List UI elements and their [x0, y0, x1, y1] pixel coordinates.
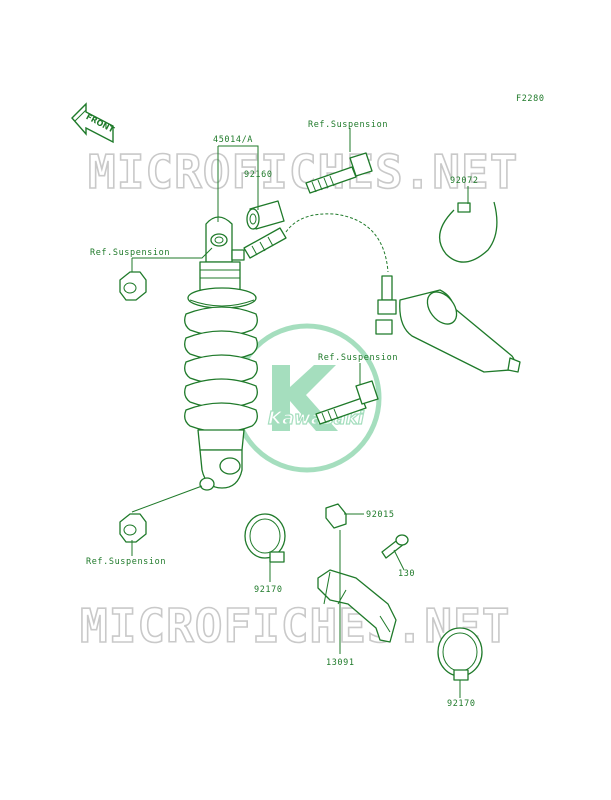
band-92072 — [438, 201, 498, 263]
reservoir-hose — [285, 213, 389, 273]
label-ref-top: Ref.Suspension — [308, 120, 388, 130]
diagram-code: F2280 — [516, 94, 545, 104]
clamp-92170-left — [244, 513, 286, 563]
label-ref-left: Ref.Suspension — [90, 248, 170, 258]
label-92072: 92072 — [450, 176, 479, 186]
label-45014: 45014/A — [213, 135, 253, 145]
leader-lines — [131, 128, 469, 698]
hose-fitting — [243, 227, 287, 259]
watermark-top: MICROFICHES.NET — [88, 145, 518, 199]
label-ref-mid: Ref.Suspension — [318, 353, 398, 363]
nut-left-lower — [119, 513, 147, 543]
front-arrow-icon: FRONT — [71, 102, 116, 144]
clamp-92170-right — [437, 627, 483, 681]
label-92160: 92160 — [244, 170, 273, 180]
bolt-130 — [381, 534, 409, 559]
label-ref-bottom: Ref.Suspension — [86, 557, 166, 567]
clip-nut-92015 — [325, 503, 347, 529]
guard-13091 — [317, 569, 397, 643]
bolt-top — [305, 152, 373, 194]
reservoir — [375, 275, 521, 373]
label-92170-right: 92170 — [447, 699, 476, 709]
shock-absorber — [184, 216, 258, 491]
label-13091: 13091 — [326, 658, 355, 668]
nut-left-upper — [119, 271, 147, 301]
label-130: 130 — [398, 569, 415, 579]
label-92170-left: 92170 — [254, 585, 283, 595]
label-92015: 92015 — [366, 510, 395, 520]
collar-92160 — [246, 200, 285, 230]
bolt-middle — [315, 380, 379, 425]
